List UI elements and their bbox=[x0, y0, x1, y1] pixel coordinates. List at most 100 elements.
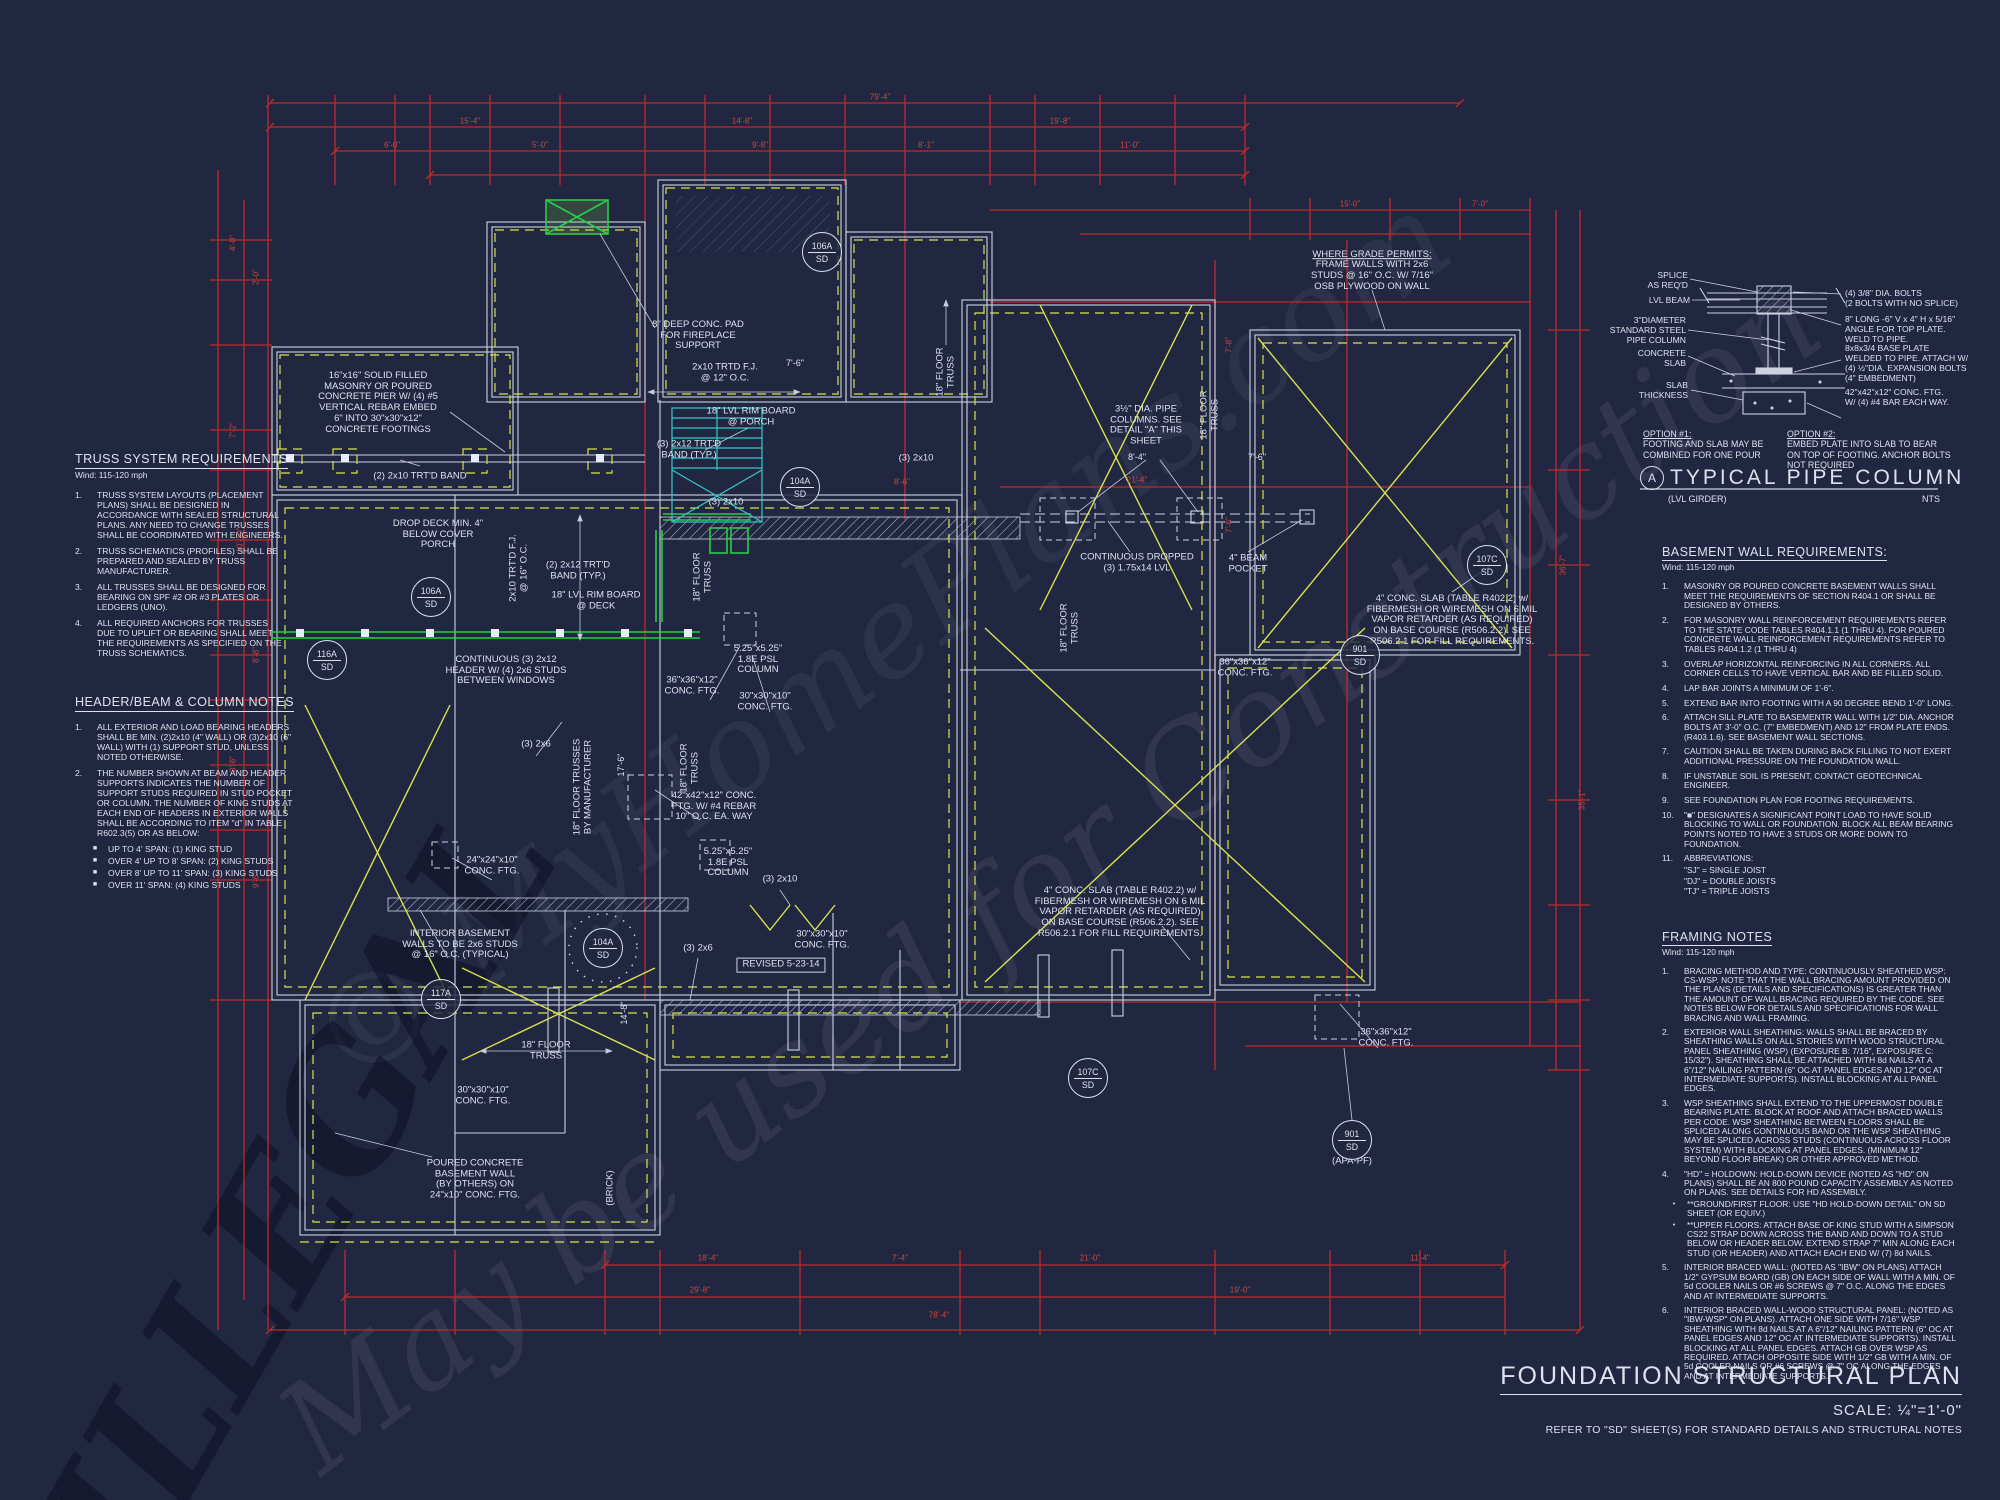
detail-scale: NTS bbox=[1922, 494, 1940, 504]
detail-label-bolts: (4) 3/8" DIA. BOLTS (2 BOLTS WITH NO SPL… bbox=[1845, 288, 1959, 308]
detail-label-base-plate: 8x8x3/4 BASE PLATE WELDED TO PIPE. ATTAC… bbox=[1845, 343, 1969, 383]
deck-framing-green bbox=[272, 199, 751, 639]
dim: 15'-0" bbox=[1339, 199, 1361, 209]
note-item: 2.THE NUMBER SHOWN AT BEAM AND HEADER SU… bbox=[75, 767, 293, 839]
label-18-floor-truss: 18" FLOOR TRUSS bbox=[691, 552, 713, 602]
dim: 19'-8" bbox=[1049, 116, 1071, 126]
note-item: 10."■" DESIGNATES A SIGNIFICANT POINT LO… bbox=[1662, 809, 1953, 849]
dim: 5'-0" bbox=[532, 140, 548, 150]
note-2x10-trtd-band: (2) 2x10 TRT'D BAND bbox=[373, 470, 467, 482]
stud-squares bbox=[286, 454, 692, 637]
framing-notes: FRAMING NOTES Wind: 115-120 mph 1.BRACIN… bbox=[1662, 930, 1956, 1386]
note-30-ftg: 30"x30"x10" CONC. FTG. bbox=[794, 928, 850, 950]
note-item: 4."HD" = HOLDOWN: HOLD-DOWN DEVICE (NOTE… bbox=[1662, 1168, 1954, 1198]
note-36-ftg: 36"x36"x12" CONC. FTG. bbox=[664, 674, 720, 696]
dim: 8'-6" bbox=[894, 477, 910, 487]
dim: 18'-4" bbox=[697, 1253, 719, 1263]
note-item: 1.TRUSS SYSTEM LAYOUTS (PLACEMENT PLANS)… bbox=[75, 489, 283, 540]
detail-label-pipe-column: 3"DIAMETER STANDARD STEEL PIPE COLUMN bbox=[1609, 315, 1686, 345]
dim: 7'-0" bbox=[1472, 199, 1488, 209]
dim: 29'-8" bbox=[689, 1285, 711, 1295]
note-continuous-header: CONTINUOUS (3) 2x12 HEADER W/ (4) 2x6 ST… bbox=[445, 653, 567, 687]
detail-subtitle: (LVL GIRDER) bbox=[1668, 494, 1727, 504]
dim: 21'-0" bbox=[1079, 1253, 1101, 1263]
dim-white: 7'-6" bbox=[786, 358, 804, 368]
title-block: FOUNDATION STRUCTURAL PLAN SCALE: ¼"=1'-… bbox=[1500, 1362, 1962, 1436]
dim-white: 8'-4" bbox=[1128, 452, 1146, 462]
footing-dashed-squares bbox=[431, 497, 1360, 1040]
abbreviation: "SJ" = SINGLE JOIST bbox=[1684, 864, 1767, 875]
sheet-title: FOUNDATION STRUCTURAL PLAN bbox=[1500, 1362, 1962, 1395]
dim: 9'-8" bbox=[752, 140, 768, 150]
dim: 78'-4" bbox=[928, 1310, 950, 1320]
note-interior-walls: INTERIOR BASEMENT WALLS TO BE 2x6 STUDS … bbox=[402, 927, 518, 961]
braced-wall-lines bbox=[277, 187, 1508, 1243]
dim: 7'-2" bbox=[228, 422, 238, 438]
note-item: 2.FOR MASONRY WALL REINFORCEMENT REQUIRE… bbox=[1662, 615, 1947, 655]
dim: 3'-6" bbox=[228, 756, 238, 772]
note-slab: 4" CONC. SLAB (TABLE R402.2) w/ FIBERMES… bbox=[1366, 593, 1538, 648]
note-3-2x10: (3) 2x10 bbox=[708, 496, 744, 508]
dim: 8'-1" bbox=[918, 140, 934, 150]
note-lvl-rim-deck: 18" LVL RIM BOARD @ DECK bbox=[551, 589, 641, 611]
dim: 10'-10" bbox=[235, 527, 245, 553]
note-where-grade-permits: WHERE GRADE PERMITS:FRAME WALLS WITH 2x6… bbox=[1311, 248, 1433, 293]
slab-x-marks bbox=[304, 304, 1513, 1061]
dim: 4'-0" bbox=[228, 235, 238, 251]
note-24x24-ftg: 24"x24"x10" CONC. FTG. bbox=[464, 854, 520, 876]
label-18-floor-truss: 18" FLOOR TRUSS bbox=[934, 347, 956, 397]
dim-white: 7'-6" bbox=[1248, 452, 1266, 462]
dim: 35'-1" bbox=[1577, 789, 1587, 811]
detail-label-conc-ftg: 42"x42"x12" CONC. FTG. W/ (4) #4 BAR EAC… bbox=[1845, 387, 1949, 407]
header-beam-title: HEADER/BEAM & COLUMN NOTES bbox=[75, 695, 294, 712]
detail-option-2: OPTION #2:EMBED PLATE INTO SLAB TO BEAR … bbox=[1787, 428, 1951, 471]
label-2x10-fj-16oc: 2x10 TRT'D F.J. @ 16" O.C. bbox=[507, 534, 529, 602]
note-item: 6.ATTACH SILL PLATE TO BASEMENTR WALL WI… bbox=[1662, 712, 1954, 742]
label-18-floor-truss: 18" FLOOR TRUSS bbox=[521, 1039, 571, 1061]
truss-notes-title: TRUSS SYSTEM REQUIREMENTS bbox=[75, 452, 288, 469]
label-trusses-by-mfr: 18" FLOOR TRUSSES BY MANUFACTURER bbox=[571, 738, 593, 836]
dim: 11'-4" bbox=[1410, 1253, 1430, 1263]
note-item: 2.EXTERIOR WALL SHEATHING: WALLS SHALL B… bbox=[1662, 1026, 1945, 1094]
truss-system-requirements: TRUSS SYSTEM REQUIREMENTS Wind: 115-120 … bbox=[75, 452, 288, 664]
framing-notes-title: FRAMING NOTES bbox=[1662, 930, 1773, 947]
note-item: 1.ALL EXTERIOR AND LOAD BEARING HEADERS … bbox=[75, 721, 292, 762]
dim: 2'-0" bbox=[251, 269, 261, 285]
note-42-ftg: 42"x42"x12" CONC. FTG. W/ #4 REBAR 10" O… bbox=[671, 789, 757, 823]
abbreviation: "DJ" = DOUBLE JOISTS bbox=[1684, 875, 1776, 886]
note-poured-wall: POURED CONCRETE BASEMENT WALL (BY OTHERS… bbox=[426, 1157, 524, 1201]
dim: 19'-0" bbox=[1229, 1285, 1251, 1295]
dim: 8'-8" bbox=[251, 647, 261, 663]
stairs bbox=[671, 407, 763, 523]
dim: 14'-8" bbox=[731, 116, 753, 126]
dim: 7'-8" bbox=[1224, 337, 1234, 353]
note-2-2x12-band: (2) 2x12 TRT'D BAND (TYP.) bbox=[545, 559, 611, 581]
truss-notes-wind: Wind: 115-120 mph bbox=[75, 469, 148, 480]
framing-notes-wind: Wind: 115-120 mph bbox=[1662, 947, 1735, 958]
note-item: 8.IF UNSTABLE SOIL IS PRESENT, CONTACT G… bbox=[1662, 770, 1923, 791]
red-dimension-grid bbox=[210, 95, 1590, 1335]
dim: 11'-0" bbox=[1120, 140, 1140, 150]
sheet-note: REFER TO "SD" SHEET(S) FOR STANDARD DETA… bbox=[1545, 1424, 1962, 1436]
leader-lines bbox=[334, 233, 1491, 1158]
note-item: 9.SEE FOUNDATION PLAN FOR FOOTING REQUIR… bbox=[1662, 794, 1915, 805]
detail-label-concrete-slab: CONCRETE SLAB bbox=[1637, 348, 1686, 368]
hd-bullet: •**UPPER FLOORS: ATTACH BASE OF KING STU… bbox=[1672, 1219, 1955, 1258]
note-revised: REVISED 5-23-14 bbox=[736, 957, 826, 973]
foundation-walls bbox=[271, 179, 1521, 1236]
dim-white: 17'-6" bbox=[616, 753, 626, 777]
note-30-ftg: 30"x30"x10" CONC. FTG. bbox=[455, 1084, 511, 1106]
sheet-scale: SCALE: ¼"=1'-0" bbox=[1833, 1402, 1962, 1419]
note-3-2x6: (3) 2x6 bbox=[683, 942, 713, 954]
detail-label-slab-thickness: SLAB THICKNESS bbox=[1638, 380, 1688, 400]
abbreviation: "TJ" = TRIPLE JOISTS bbox=[1684, 886, 1770, 897]
basement-wall-wind: Wind: 115-120 mph bbox=[1662, 562, 1735, 573]
